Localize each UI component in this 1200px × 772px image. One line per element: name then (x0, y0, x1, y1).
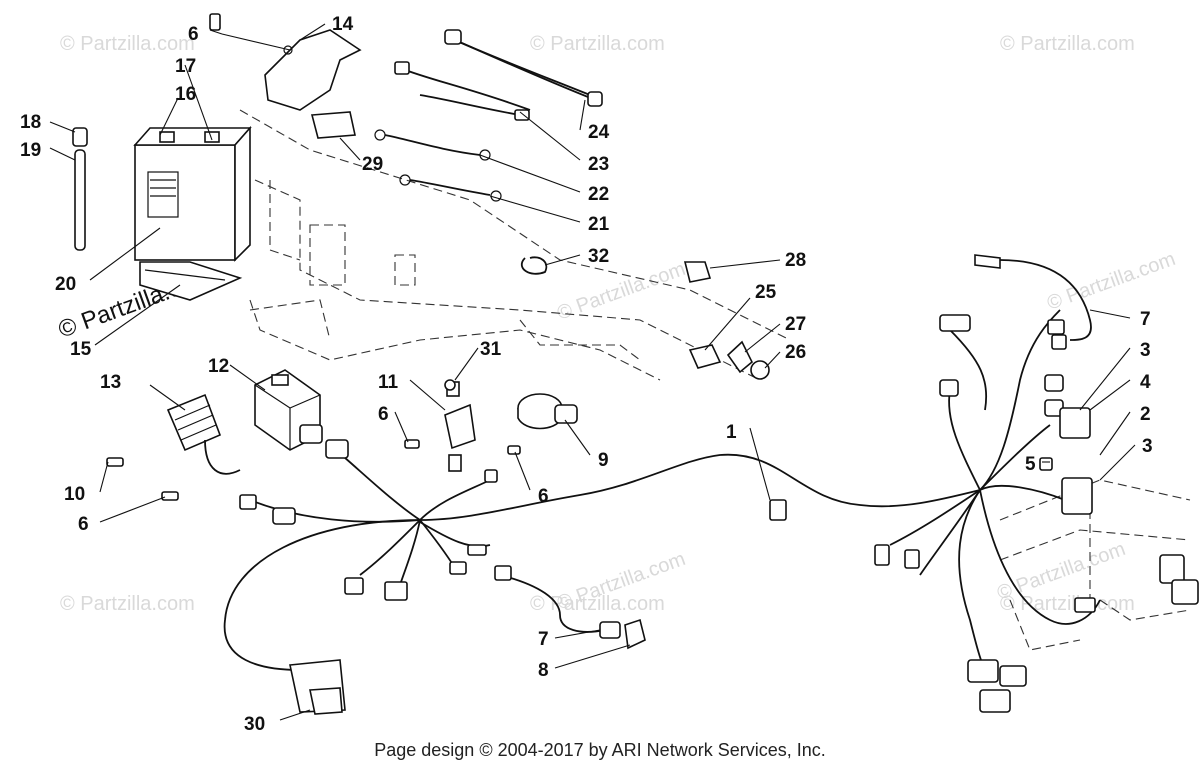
battery-cables (374, 29, 603, 202)
watermark: © Partzilla.com (1000, 33, 1135, 55)
callout-27: 27 (785, 314, 806, 335)
regulator (166, 393, 222, 452)
callout-6: 6 (378, 404, 389, 425)
callout-13: 13 (100, 372, 121, 393)
boot (683, 261, 712, 283)
frame-outline (239, 109, 1191, 651)
callout-8: 8 (538, 660, 549, 681)
callout-20: 20 (55, 274, 76, 295)
callouts: 6 14 17 16 18 19 20 15 29 24 23 22 21 32… (20, 14, 1153, 735)
vent-tube (72, 127, 88, 251)
callout-6: 6 (188, 24, 199, 45)
callout-9: 9 (598, 450, 609, 471)
callout-7: 7 (538, 629, 549, 650)
watermark: © Partzilla.com (530, 33, 665, 55)
callout-19: 19 (20, 140, 41, 161)
callout-30: 30 (244, 714, 265, 735)
callout-15: 15 (70, 339, 92, 360)
callout-24: 24 (588, 122, 610, 143)
callout-26: 26 (785, 342, 806, 363)
callout-18: 18 (20, 112, 41, 133)
callout-28: 28 (785, 250, 806, 271)
callout-7: 7 (1140, 309, 1151, 330)
footer-copyright: Page design © 2004-2017 by ARI Network S… (374, 740, 826, 760)
callout-23: 23 (588, 154, 609, 175)
callout-3: 3 (1142, 436, 1153, 457)
callout-21: 21 (588, 214, 610, 235)
callout-29: 29 (362, 154, 383, 175)
callout-17: 17 (175, 56, 196, 77)
clamp (520, 256, 548, 275)
callout-6: 6 (78, 514, 89, 535)
watermark: © Partzilla.com (60, 593, 195, 615)
callout-14: 14 (332, 14, 354, 35)
callout-1: 1 (726, 422, 737, 443)
callout-5: 5 (1025, 454, 1036, 475)
leader-lines (49, 23, 1136, 721)
callout-4: 4 (1140, 372, 1151, 393)
callout-25: 25 (755, 282, 777, 303)
callout-22: 22 (588, 184, 609, 205)
callout-3: 3 (1140, 340, 1151, 361)
callout-16: 16 (175, 84, 196, 105)
screws (106, 13, 521, 501)
callout-31: 31 (480, 339, 502, 360)
watermark: © Partzilla.com (1044, 248, 1178, 315)
starter-relay (444, 381, 476, 472)
callout-32: 32 (588, 246, 609, 267)
battery (133, 125, 252, 262)
battery-pad (139, 261, 243, 301)
sensor-lead (494, 565, 646, 650)
watermark: © Partzilla.com (60, 33, 195, 55)
cdi-unit (254, 369, 323, 451)
watermark: © Partzilla.com (554, 258, 688, 325)
callout-12: 12 (208, 356, 229, 377)
watermark: © Partzilla.com (530, 593, 665, 615)
callout-11: 11 (378, 372, 399, 393)
callout-10: 10 (64, 484, 85, 505)
callout-2: 2 (1140, 404, 1151, 425)
battery-bracket (264, 29, 362, 139)
ignition-coil (517, 393, 578, 430)
callout-6: 6 (538, 486, 549, 507)
connectors (239, 254, 1199, 715)
watermarks: © Partzilla.com © Partzilla.com © Partzi… (55, 33, 1179, 615)
spark-plug-cap (688, 340, 770, 380)
